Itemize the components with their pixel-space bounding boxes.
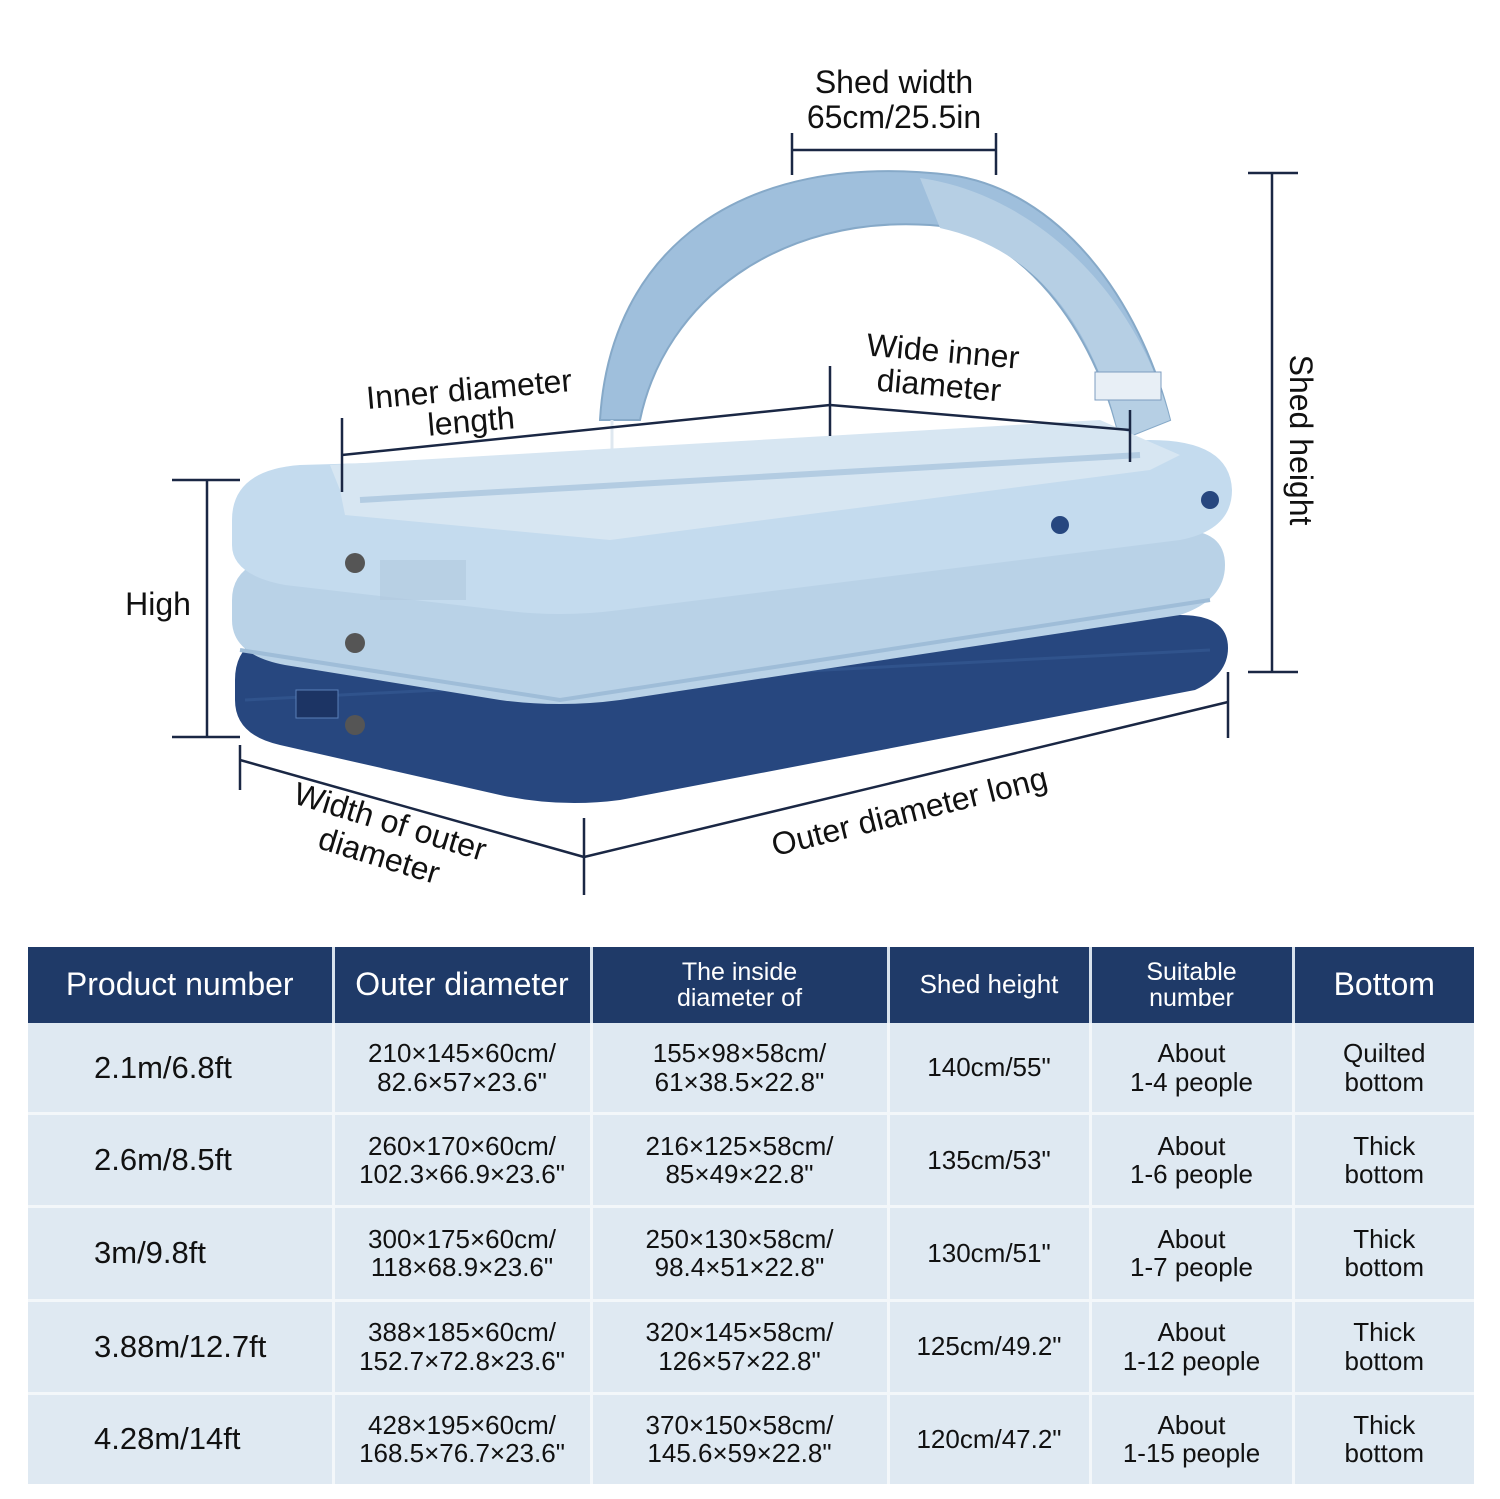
shed-height-cell: 140cm/55" bbox=[888, 1023, 1092, 1116]
outer-long-label: Outer diameter long bbox=[768, 760, 1051, 863]
inside-diameter-cell: 155×98×58cm/ 61×38.5×22.8" bbox=[591, 1023, 890, 1116]
product-number-cell: 2.6m/8.5ft bbox=[28, 1113, 335, 1209]
table-header-row: Product number Outer diameter The inside… bbox=[28, 947, 1474, 1023]
bottom-cell: Thick bottom bbox=[1293, 1300, 1474, 1395]
shed-height-cell: 130cm/51" bbox=[888, 1206, 1092, 1302]
header-suitable-number: Suitable number bbox=[1090, 947, 1295, 1023]
header-shed-height: Shed height bbox=[888, 947, 1092, 1023]
bottom-cell: Quilted bottom bbox=[1293, 1023, 1474, 1116]
table-row: 2.1m/6.8ft 210×145×60cm/ 82.6×57×23.6" 1… bbox=[28, 1023, 1474, 1116]
header-inside-line2: diameter of bbox=[676, 984, 803, 1012]
product-number-cell: 2.1m/6.8ft bbox=[28, 1023, 335, 1116]
outer-diameter-cell: 260×170×60cm/ 102.3×66.9×23.6" bbox=[333, 1113, 593, 1209]
table-row: 3.88m/12.7ft 388×185×60cm/ 152.7×72.8×23… bbox=[28, 1300, 1474, 1395]
product-number-cell: 4.28m/14ft bbox=[28, 1393, 335, 1484]
shed-height-cell: 135cm/53" bbox=[888, 1113, 1092, 1209]
outer-diameter-cell: 428×195×60cm/ 168.5×76.7×23.6" bbox=[333, 1393, 593, 1484]
header-bottom: Bottom bbox=[1293, 947, 1474, 1023]
shed-height-label: Shed height bbox=[1283, 355, 1319, 526]
header-inside-line1: The inside bbox=[681, 957, 798, 986]
bottom-cell: Thick bottom bbox=[1293, 1393, 1474, 1484]
bottom-cell: Thick bottom bbox=[1293, 1206, 1474, 1302]
spec-table: Product number Outer diameter The inside… bbox=[28, 947, 1474, 1484]
table-row: 2.6m/8.5ft 260×170×60cm/ 102.3×66.9×23.6… bbox=[28, 1113, 1474, 1209]
header-inside-diameter: The inside diameter of bbox=[591, 947, 890, 1023]
dimension-lines bbox=[172, 133, 1298, 895]
product-number-cell: 3m/9.8ft bbox=[28, 1206, 335, 1302]
table-row: 4.28m/14ft 428×195×60cm/ 168.5×76.7×23.6… bbox=[28, 1393, 1474, 1484]
suitable-number-cell: About 1-15 people bbox=[1090, 1393, 1295, 1484]
product-number-cell: 3.88m/12.7ft bbox=[28, 1300, 335, 1395]
suitable-number-cell: About 1-12 people bbox=[1090, 1300, 1295, 1395]
canopy-tag bbox=[1094, 371, 1162, 401]
header-suitable-line1: Suitable bbox=[1146, 957, 1237, 986]
suitable-number-cell: About 1-4 people bbox=[1090, 1023, 1295, 1116]
shed-height-cell: 120cm/47.2" bbox=[888, 1393, 1092, 1484]
suitable-number-cell: About 1-7 people bbox=[1090, 1206, 1295, 1302]
shed-width-label-line1: Shed width bbox=[815, 64, 973, 100]
inside-diameter-cell: 320×145×58cm/ 126×57×22.8" bbox=[591, 1300, 890, 1395]
shed-width-label-line2: 65cm/25.5in bbox=[807, 99, 981, 135]
header-outer-diameter: Outer diameter bbox=[333, 947, 593, 1023]
inner-length-label-line2: length bbox=[426, 399, 516, 442]
inside-diameter-cell: 370×150×58cm/ 145.6×59×22.8" bbox=[591, 1393, 890, 1484]
outer-diameter-cell: 300×175×60cm/ 118×68.9×23.6" bbox=[333, 1206, 593, 1302]
header-suitable-line2: number bbox=[1149, 984, 1234, 1012]
bottom-cell: Thick bottom bbox=[1293, 1113, 1474, 1209]
pool-dimension-diagram: Shed width 65cm/25.5in Shed height Inner… bbox=[125, 64, 1319, 895]
inside-diameter-cell: 216×125×58cm/ 85×49×22.8" bbox=[591, 1113, 890, 1209]
high-label: High bbox=[125, 586, 191, 622]
outer-diameter-cell: 388×185×60cm/ 152.7×72.8×23.6" bbox=[333, 1300, 593, 1395]
inside-diameter-cell: 250×130×58cm/ 98.4×51×22.8" bbox=[591, 1206, 890, 1302]
shed-height-cell: 125cm/49.2" bbox=[888, 1300, 1092, 1395]
pool-illustration bbox=[232, 420, 1232, 804]
outer-diameter-cell: 210×145×60cm/ 82.6×57×23.6" bbox=[333, 1023, 593, 1116]
canopy-illustration bbox=[598, 170, 1172, 515]
table-row: 3m/9.8ft 300×175×60cm/ 118×68.9×23.6" 25… bbox=[28, 1206, 1474, 1302]
header-product-number: Product number bbox=[28, 947, 335, 1023]
suitable-number-cell: About 1-6 people bbox=[1090, 1113, 1295, 1209]
